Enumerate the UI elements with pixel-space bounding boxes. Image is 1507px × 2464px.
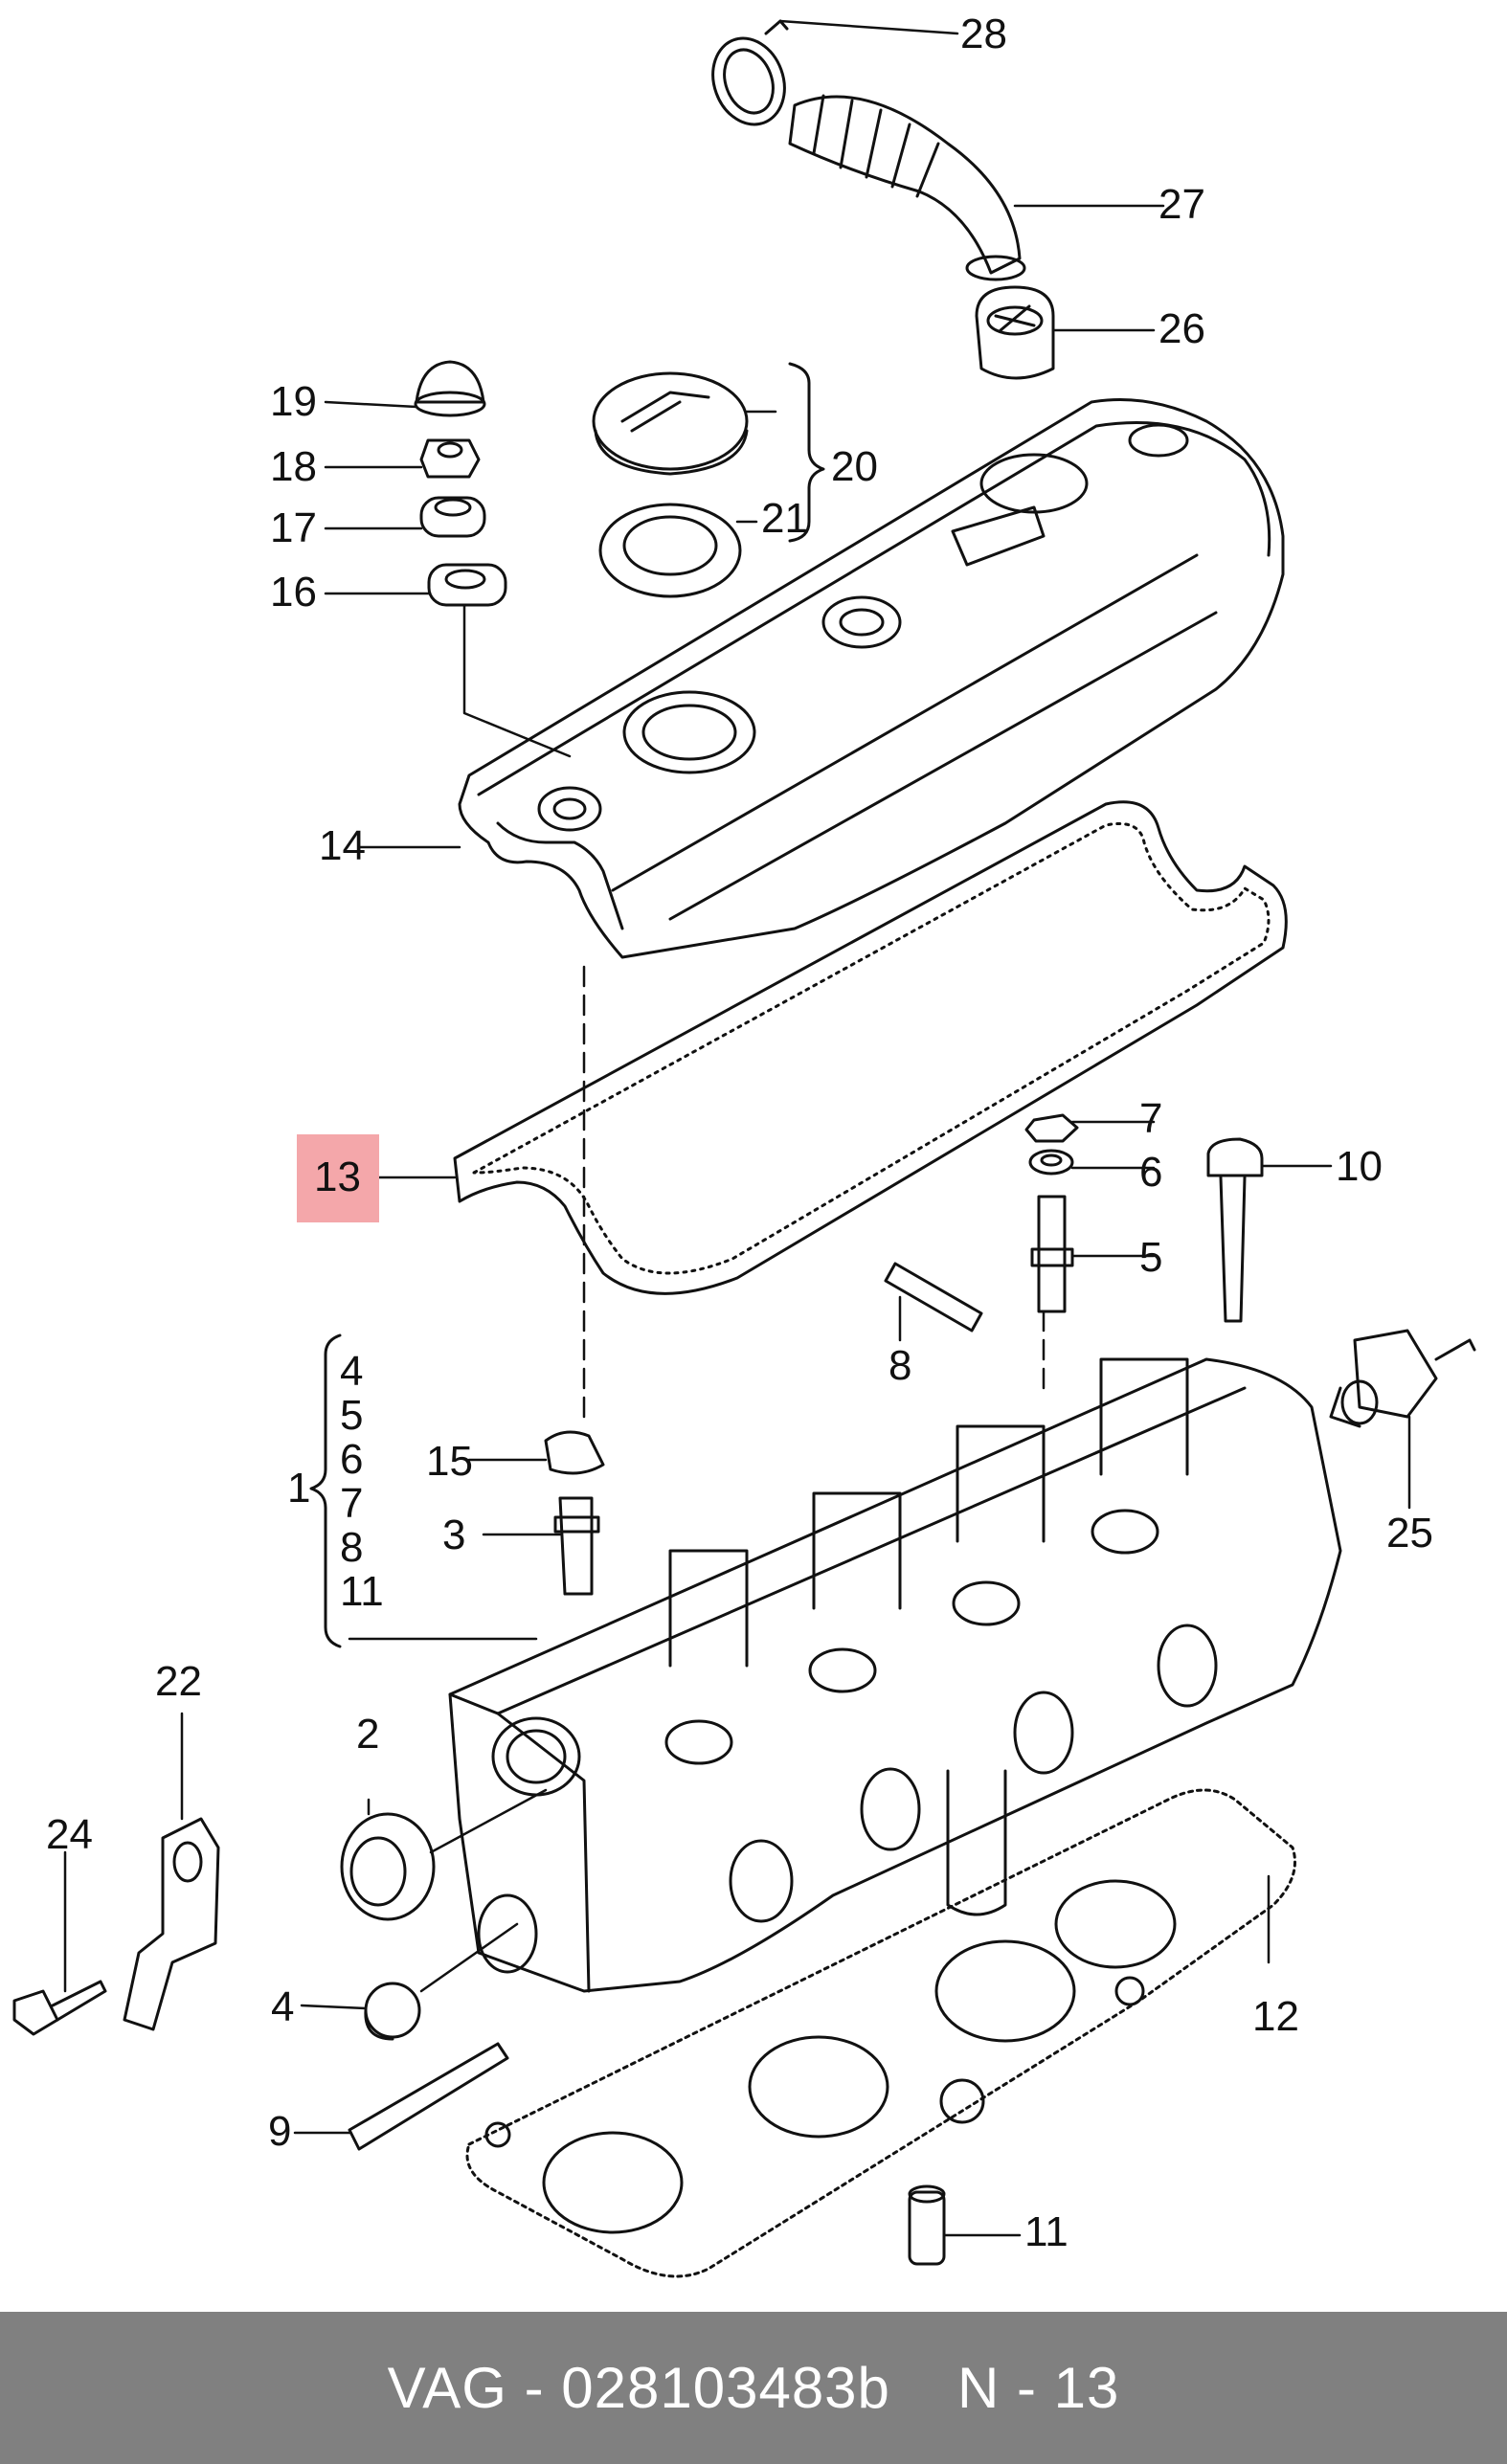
callout-6: 6 — [1139, 1149, 1163, 1196]
nut-18 — [419, 438, 481, 479]
head-gasket-12 — [465, 1788, 1296, 2278]
callout-28: 28 — [960, 11, 1007, 57]
bracket-22 — [123, 1817, 220, 2031]
group-1-item: 7 — [340, 1480, 364, 1527]
callout-11: 11 — [1024, 2208, 1068, 2255]
callout-1: 1 — [287, 1465, 311, 1512]
valve-cover-14 — [458, 398, 1285, 959]
gasket-13 — [453, 800, 1288, 1295]
leader-lines — [63, 19, 1411, 2237]
callout-13: 13 — [314, 1154, 361, 1200]
group-1-items: 4 5 6 7 8 11 — [340, 1350, 384, 1614]
seal-16 — [427, 563, 507, 607]
seal-2 — [340, 1812, 436, 1921]
callout-16: 16 — [270, 569, 317, 616]
callout-12: 12 — [1252, 1993, 1299, 2040]
callout-7: 7 — [1139, 1095, 1163, 1142]
grommet-26 — [975, 285, 1055, 380]
group-1-item: 4 — [340, 1348, 364, 1395]
callout-9: 9 — [268, 2108, 292, 2155]
sleeve-3 — [553, 1496, 600, 1596]
plug-4 — [364, 1982, 421, 2041]
cap-seal-21 — [598, 503, 742, 598]
callout-17: 17 — [270, 504, 317, 551]
breather-hose-27 — [788, 94, 1026, 281]
callout-8: 8 — [888, 1342, 912, 1389]
engine-head-illustration — [12, 19, 1476, 2278]
callout-3: 3 — [442, 1512, 466, 1558]
sensor-25 — [1329, 1329, 1476, 1428]
callout-15: 15 — [426, 1438, 473, 1485]
stud-8 — [884, 1262, 983, 1333]
group-1-item: 5 — [340, 1392, 364, 1439]
nut-7 — [1024, 1113, 1079, 1143]
callout-2: 2 — [356, 1711, 380, 1758]
cap-19 — [414, 360, 486, 417]
bolt-10 — [1206, 1137, 1264, 1323]
group-1-item: 11 — [340, 1568, 384, 1615]
washer-17 — [419, 496, 486, 538]
callout-25: 25 — [1386, 1510, 1433, 1557]
hose-clamp-28 — [711, 19, 789, 126]
part-reference: VAG - 028103483b — [387, 2356, 890, 2420]
washer-6 — [1028, 1149, 1074, 1176]
callout-27: 27 — [1158, 181, 1205, 228]
filler-cap-20 — [592, 371, 749, 476]
callout-19: 19 — [270, 378, 317, 425]
group-1-item: 8 — [340, 1524, 364, 1571]
cylinder-head — [448, 1357, 1342, 1993]
callout-5: 5 — [1139, 1234, 1163, 1281]
dowel-11 — [908, 2184, 946, 2266]
diagram-reference: N - 13 — [956, 2356, 1120, 2420]
callout-14: 14 — [319, 822, 366, 869]
callout-10: 10 — [1336, 1143, 1383, 1190]
callout-21: 21 — [761, 495, 808, 542]
highlight-box — [297, 1134, 379, 1222]
bolt-24 — [12, 1980, 107, 2036]
callout-26: 26 — [1158, 305, 1205, 352]
seal-15 — [544, 1430, 605, 1475]
callout-4: 4 — [271, 1983, 295, 2030]
footer-bar: VAG - 028103483b N - 13 — [0, 2312, 1507, 2464]
stud-5 — [1030, 1195, 1074, 1313]
callout-22: 22 — [155, 1658, 202, 1705]
callout-18: 18 — [270, 443, 317, 490]
parts-diagram — [12, 19, 1476, 2278]
callout-20: 20 — [831, 443, 878, 490]
callout-24: 24 — [46, 1811, 93, 1858]
group-1-item: 6 — [340, 1436, 364, 1483]
stud-9 — [348, 2042, 509, 2151]
